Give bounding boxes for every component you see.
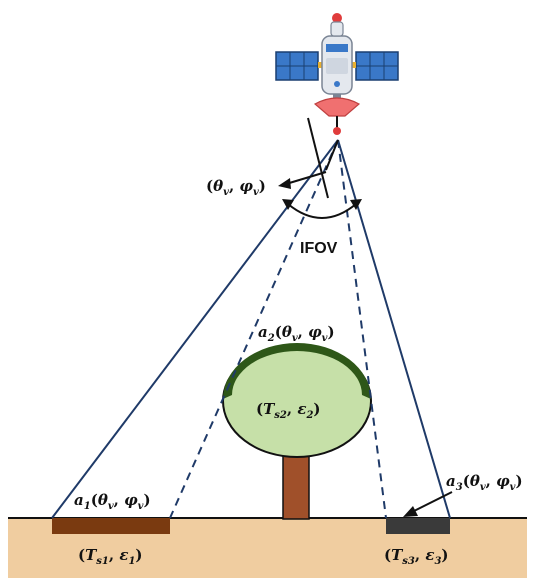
s1-label: (Ts1, ε1): [78, 546, 143, 567]
solar-panel-right: [355, 51, 399, 81]
nadir-line: [307, 117, 329, 199]
satellite: [275, 13, 399, 135]
ifov-label: IFOV: [300, 240, 338, 257]
view-direction-line: [325, 139, 339, 171]
view-rays-solid: [51, 139, 451, 519]
ray-right-inner: [337, 139, 387, 519]
satellite-dish: [313, 97, 361, 117]
satellite-top-tip: [332, 13, 342, 23]
a3-arrow-head: [403, 506, 418, 517]
view-angle-label: (θv, φv): [206, 177, 266, 198]
ifov-arrow-right: [350, 199, 362, 210]
tree: [222, 343, 372, 520]
ifov-arc: [287, 203, 357, 219]
a3-label: a3(θv, φv): [446, 472, 523, 493]
ifov-arrow-left: [282, 199, 294, 210]
a1-label: a1(θv, φv): [74, 491, 151, 512]
solar-panel-left: [275, 51, 319, 81]
view-rays-dashed: [169, 139, 387, 519]
s2-label: (Ts2, ε2): [256, 400, 321, 421]
a3-arrow: [411, 491, 453, 513]
a2-label: a2(θv, φv): [258, 323, 335, 344]
s3-label: (Ts3, ε3): [384, 546, 449, 567]
ray-right-outer: [337, 139, 451, 519]
tree-crown-top: [223, 343, 371, 399]
view-angle-arrow: [285, 171, 327, 185]
view-angle-arrow-head: [278, 178, 291, 189]
surface-patch-3: [386, 518, 450, 534]
surface-patch-1: [52, 518, 170, 534]
satellite-sensor: [333, 127, 341, 135]
tree-trunk: [282, 451, 310, 520]
